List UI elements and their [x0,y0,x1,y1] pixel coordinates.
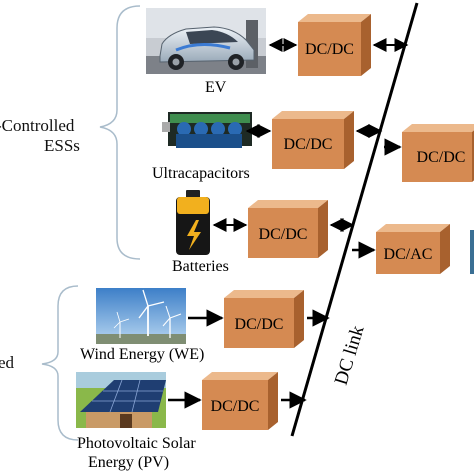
ultracapacitors-label: Ultracapacitors [152,165,250,182]
right-edge-panel [470,230,474,274]
storage-group-brace [99,5,141,260]
storage-group-label-line1: -Controlled [0,116,75,135]
ev-car-image [146,8,266,74]
wind-converter-label: DC/DC [235,316,284,333]
ev-converter-label: DC/DC [305,41,354,58]
ev-dcdc-converter: DC/DC [298,14,371,76]
right-dcdc-converter: DC/DC [402,124,474,182]
generation-group-label: ed [0,353,15,372]
battery-image [176,190,210,255]
dc-link-label: DC link [331,323,369,388]
right-dcdc-label: DC/DC [417,149,466,166]
batteries-label: Batteries [172,258,229,275]
generation-group-brace [41,285,79,441]
pv-label-line2: Energy (PV) [88,454,169,471]
pv-label-line1: Photovoltaic Solar [77,435,196,452]
storage-group-label-line2: ESSs [44,136,80,155]
ultracapacitors-dcdc-converter: DC/DC [272,111,354,169]
wind-dcdc-converter: DC/DC [224,290,304,348]
dc-link-bus [290,2,419,437]
wind-turbine-image [96,288,186,344]
ev-label: EV [205,79,227,96]
wind-energy-label: Wind Energy (WE) [80,346,204,363]
solar-house-image [76,372,166,428]
pv-dcdc-converter: DC/DC [202,372,278,430]
batteries-dcdc-converter: DC/DC [248,200,328,258]
ultracapacitors-converter-label: DC/DC [284,136,333,153]
right-dcac-label: DC/AC [384,246,433,263]
ultracapacitor-image [162,112,252,148]
pv-converter-label: DC/DC [211,398,260,415]
right-dcac-converter: DC/AC [376,224,450,274]
batteries-converter-label: DC/DC [259,226,308,243]
